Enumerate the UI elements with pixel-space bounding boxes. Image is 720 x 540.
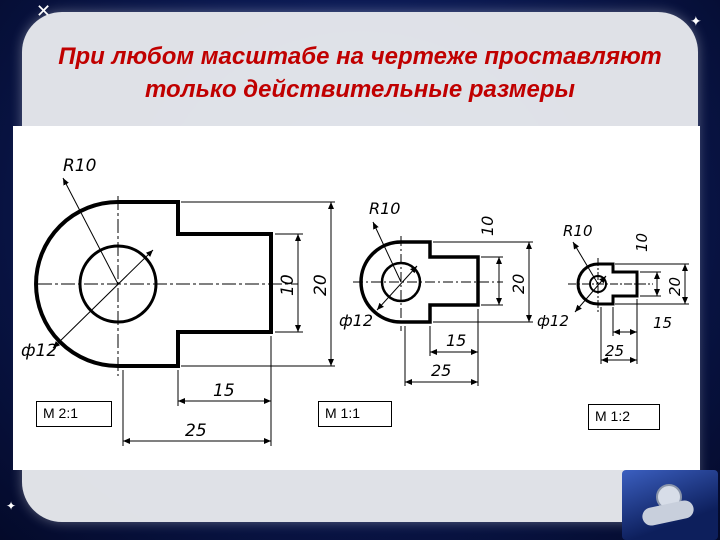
dim-total-w: 25 [605, 342, 624, 360]
star-decoration: ✦ [6, 499, 17, 513]
diameter-leader [376, 265, 418, 311]
dim-outer-h: 20 [666, 277, 684, 296]
drawing-canvas: R10 ф12 10 20 15 25 R10 [21, 156, 689, 446]
dim-outer-h: 20 [311, 274, 331, 296]
dim-radius: R10 [563, 222, 593, 240]
astronaut-body-icon [640, 498, 696, 528]
diameter-leader [574, 275, 607, 313]
scale-label-2-1: М 2:1 [36, 401, 112, 427]
astronaut-thumbnail-icon [622, 470, 718, 540]
dim-slot-w: 15 [653, 314, 672, 332]
part-view-1-1: R10 ф12 10 20 15 25 [339, 199, 533, 386]
diameter-leader [52, 249, 154, 349]
dim-diameter: ф12 [339, 311, 373, 330]
dim-inner-h: 10 [278, 274, 298, 296]
dim-slot-w: 15 [213, 381, 235, 401]
dim-radius: R10 [63, 156, 96, 176]
dim-diameter: ф12 [21, 341, 57, 361]
dim-inner-h: 10 [478, 216, 497, 236]
scale-label-1-1: М 1:1 [318, 401, 392, 427]
part-outline [359, 240, 480, 324]
dim-inner-h: 10 [633, 233, 651, 252]
slide-title: При любом масштабе на чертеже проставляю… [58, 43, 662, 103]
dim-total-w: 25 [431, 361, 451, 380]
dim-diameter: ф12 [537, 312, 569, 330]
radius-leader [62, 177, 119, 285]
part-view-2-1: R10 ф12 10 20 15 25 [21, 156, 335, 446]
part-view-1-2: R10 ф12 10 20 15 25 [537, 222, 689, 364]
dim-outer-h: 20 [509, 274, 528, 294]
star-decoration: ✦ [690, 13, 702, 29]
dim-total-w: 25 [185, 421, 207, 441]
dim-radius: R10 [369, 199, 400, 218]
dim-slot-w: 15 [446, 331, 466, 350]
scale-label-1-2: М 1:2 [588, 404, 660, 430]
